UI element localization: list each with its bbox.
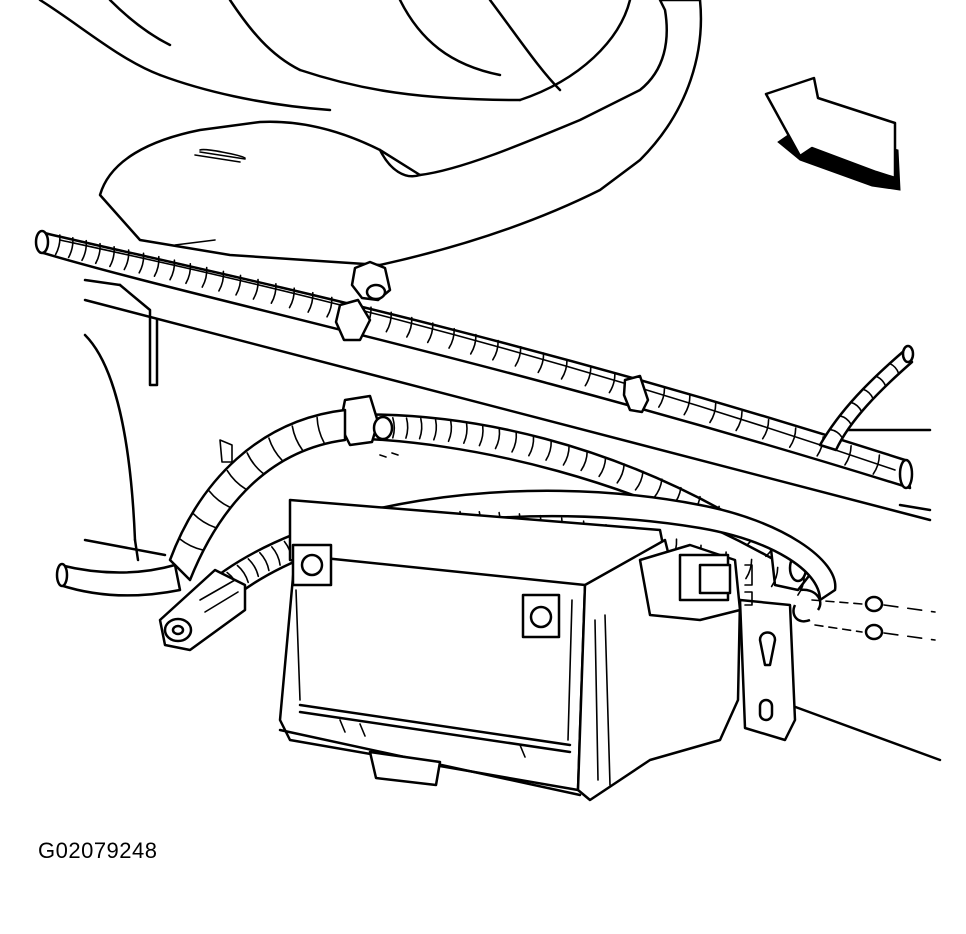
loom-ring [235,274,242,296]
loom-ring [658,387,666,408]
loom-ring [385,311,393,333]
harness-clip-upper [334,260,392,342]
loom-ring [288,287,296,309]
harness-connector-left [158,568,247,652]
loom-ring [418,417,423,440]
loom-ring [326,296,333,318]
loom-ring [545,440,553,461]
loom-ring [608,372,616,394]
loom-ring [580,450,588,472]
loom-ring [169,259,176,281]
loom-ring [844,445,852,466]
front-direction-arrow-icon [764,76,901,191]
mounting-nuts [792,588,936,641]
mounting-bracket [738,598,797,742]
loom-ring [448,327,456,349]
loom-ring [514,345,522,367]
loom-ring [829,428,843,438]
loom-ring [888,362,900,375]
loom-ring [271,546,281,566]
loom-ring [494,428,501,450]
loom-ring [511,431,518,453]
loom-ring [109,246,116,268]
loom-ring [268,437,283,462]
loom-ring [270,283,277,304]
loom-ring [252,278,259,300]
loom-ring [433,419,438,441]
loom-ring [392,417,396,439]
loom-ring [247,558,260,578]
loom-ring [218,270,225,292]
loom-ring [839,415,852,426]
loom-ring [426,322,434,344]
loom-ring [761,418,770,440]
loom-ring [259,551,270,572]
loom-ring [447,420,453,443]
loom-ring [138,252,145,274]
loom-ring [492,339,499,361]
loom-ring [598,456,607,478]
loom-ring [862,388,874,400]
loom-ring [236,564,249,584]
loom-ring [291,425,304,451]
loom-ring [745,558,753,580]
loom-ring [201,266,208,288]
loom-ring [850,401,863,413]
loom-ring [560,358,568,380]
loom-ring [178,537,204,551]
loom-ring [562,445,570,466]
loom-ring [316,416,325,444]
electronic-module-box [278,498,742,802]
loom-ring [94,242,101,265]
right-branch-harness [818,344,915,452]
loom-ring [634,470,644,491]
loom-ring [192,512,217,529]
loom-ring [683,394,691,416]
loom-ring [463,422,468,444]
upper-body-panel [38,0,703,267]
loom-ring [709,402,717,424]
loom-ring [788,427,797,448]
loom-ring [246,452,264,475]
loom-ring [406,316,413,338]
loom-ring [616,463,625,484]
left-wire-harness [55,408,347,597]
loom-ring [307,291,314,313]
loom-ring [67,237,74,259]
loom-ring [405,417,409,439]
loom-ring [81,239,88,262]
loom-ring [153,255,160,277]
loom-ring [872,454,881,475]
loom-ring [226,469,247,490]
loom-ring [770,566,779,588]
loom-ring [537,352,545,374]
loom-ring [123,249,130,271]
loom-ring [185,263,192,285]
figure-id-label: G02079248 [38,838,158,863]
loom-ring [208,490,231,508]
loom-ring [469,333,477,355]
loom-ring [735,410,743,432]
loom-ring [797,575,806,596]
loom-ring [528,435,535,457]
module-side-connector [638,543,753,622]
loom-ring [478,425,484,447]
loom-ring [54,234,61,256]
upper-wire-harness [34,229,914,490]
loom-ring [584,365,592,387]
loom-ring [875,375,887,387]
loom-ring [653,478,663,499]
harness-clip-right [622,374,650,414]
